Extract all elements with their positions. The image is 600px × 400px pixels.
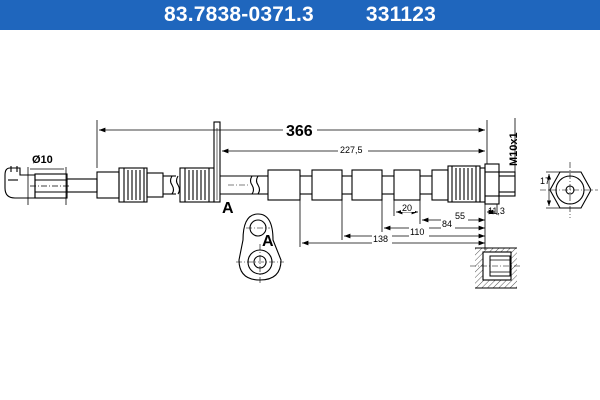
reference-number: 331123: [365, 3, 437, 26]
dimension-227-label: 227,5: [340, 145, 363, 155]
title-bar: 83.7838-0371.3 331123: [0, 0, 600, 30]
threaded-port-section: [470, 247, 522, 289]
overall-length-dimension: 366: [96, 119, 488, 168]
overall-length-label: 366: [286, 123, 313, 140]
dimension-55-label: 55: [455, 211, 465, 221]
wrench-size-label: 17: [540, 176, 550, 186]
lower-dimension-labels: 20 55 11,3 84 110 138: [372, 202, 505, 244]
dimension-110-label: 110: [410, 227, 424, 237]
dimension-20-label: 20: [402, 203, 412, 213]
technical-drawing: Ø10 A: [4, 118, 598, 289]
part-number: 83.7838-0371.3: [163, 3, 314, 26]
hex-end-view: [540, 162, 598, 218]
middle-crimp-sleeve: [179, 167, 215, 203]
bracket-detail-view: [236, 213, 284, 284]
dimension-138-label: 138: [373, 234, 388, 244]
hose-middle: [220, 175, 268, 195]
left-crimp-sleeve: [96, 167, 164, 203]
section-marker: A: [222, 200, 234, 217]
dimension-11-label: 11,3: [488, 206, 505, 216]
diameter-label: Ø10: [32, 154, 53, 166]
lower-dimensions: [299, 200, 498, 250]
dimension-227: 227,5: [222, 142, 485, 155]
thread-dimension: M10x1: [508, 118, 520, 172]
mounting-bracket: A: [213, 121, 234, 217]
dimension-84-label: 84: [442, 219, 452, 229]
hose-break-left: [163, 175, 181, 195]
diameter-dimension: Ø10: [27, 154, 67, 205]
thread-label: M10x1: [508, 132, 520, 166]
left-banjo-fitting: [4, 166, 98, 199]
hose-protection-sleeves: [267, 169, 449, 201]
right-end-fitting: [447, 163, 516, 205]
detail-marker: A: [262, 233, 274, 250]
